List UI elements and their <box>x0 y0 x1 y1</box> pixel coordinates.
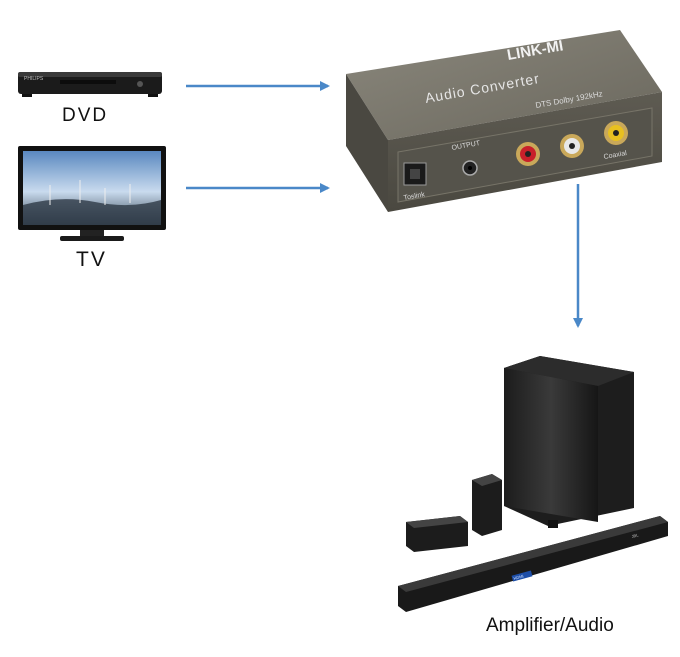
dvd-brand: PHILIPS <box>24 76 44 82</box>
rca-white-icon <box>560 134 584 158</box>
rca-yellow-icon <box>604 121 628 145</box>
audio-converter-device: LINK-MI Audio Converter DTS Dolby 192kHz… <box>346 30 662 212</box>
soundbar-brand: JBL <box>631 532 640 539</box>
tv-label: TV <box>76 248 107 271</box>
rca-red-icon <box>516 142 540 166</box>
converter-coaxial-label: Coaxial <box>603 150 628 161</box>
satellite-speaker-right-icon <box>472 474 502 536</box>
converter-toslink-label: Toslink <box>403 191 426 202</box>
amplifier-label: Amplifier/Audio <box>486 615 614 636</box>
soundbar-icon: HDMI JBL <box>398 516 668 612</box>
dvd-player-icon <box>18 72 162 97</box>
satellite-speaker-left-icon <box>406 516 468 552</box>
soundbar-display-text: HDMI <box>513 573 524 580</box>
subwoofer-icon <box>504 356 634 528</box>
soundbar-system-icon: HDMI JBL <box>398 356 668 612</box>
tv-icon <box>18 146 166 241</box>
dvd-label: DVD <box>62 105 109 126</box>
